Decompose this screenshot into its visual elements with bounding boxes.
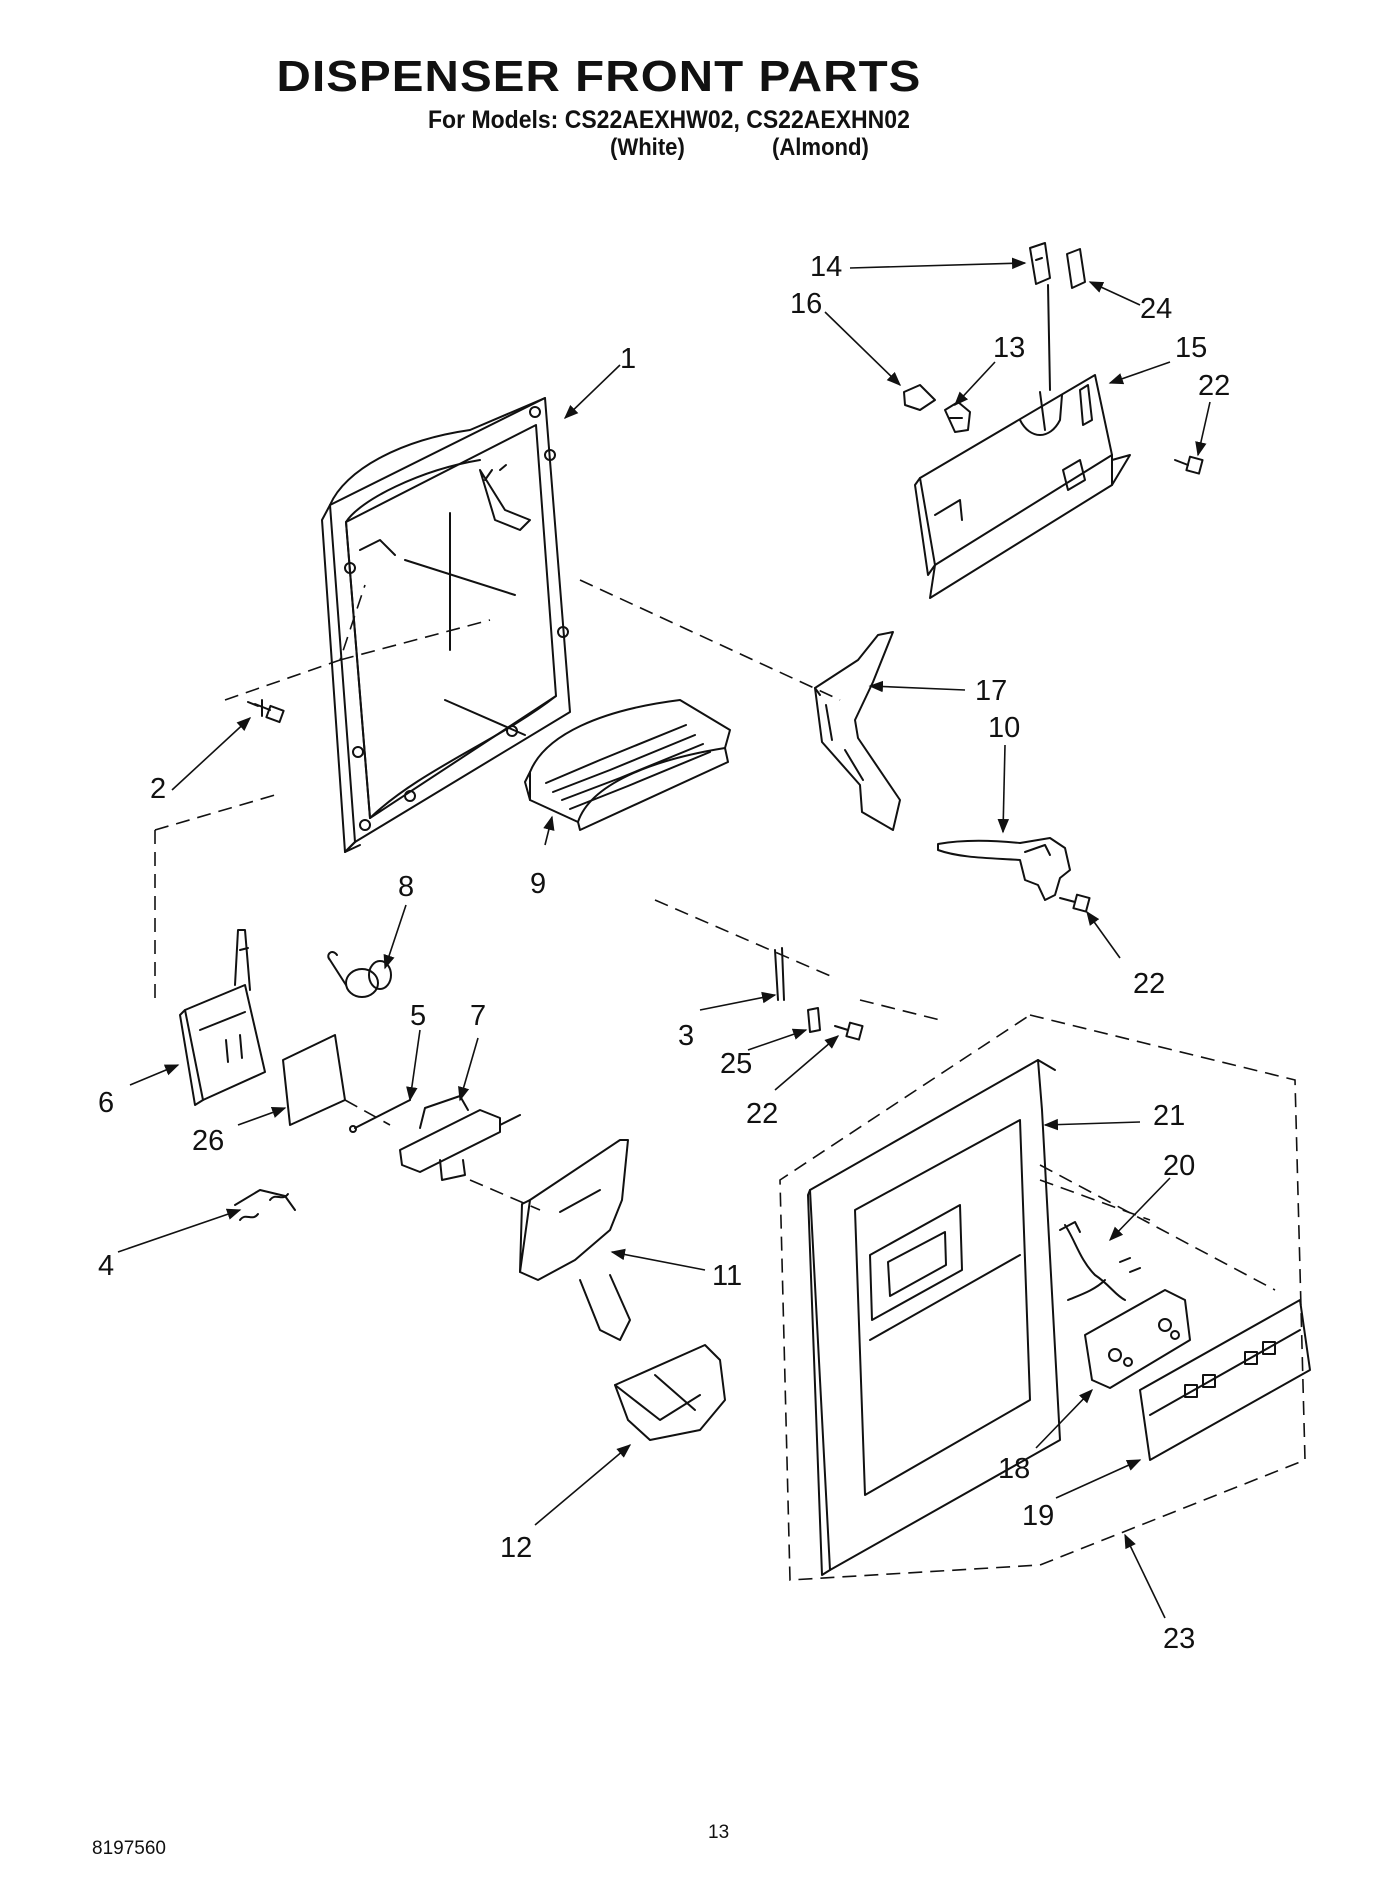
part-21-panel — [807, 1059, 1061, 1576]
callout-2: 2 — [150, 773, 166, 805]
part-20-harness — [1059, 1221, 1141, 1301]
callout-17: 17 — [975, 675, 1007, 707]
part-19-membrane — [1139, 1299, 1311, 1461]
callout-5: 5 — [410, 1000, 426, 1032]
callout-21: 21 — [1153, 1100, 1185, 1132]
callout-15: 15 — [1175, 332, 1207, 364]
callout-8: 8 — [398, 871, 414, 903]
callout-1: 1 — [620, 343, 636, 375]
part-14-switch — [1029, 242, 1051, 285]
part-22-screw-top — [1174, 455, 1204, 475]
callout-3: 3 — [678, 1020, 694, 1052]
document-number: 8197560 — [92, 1838, 166, 1859]
callout-6: 6 — [98, 1087, 114, 1119]
callout-22-middle: 22 — [1133, 968, 1165, 1000]
part-8-motor — [327, 951, 392, 998]
callout-10: 10 — [988, 712, 1020, 744]
variant-almond-label: (Almond) — [772, 134, 869, 161]
part-15-housing — [914, 284, 1131, 599]
part-22-screw-lower — [834, 1021, 864, 1041]
callout-12: 12 — [500, 1532, 532, 1564]
part-17-actuator — [814, 631, 901, 831]
callout-4: 4 — [98, 1250, 114, 1282]
callout-20: 20 — [1163, 1150, 1195, 1182]
models-line: For Models: CS22AEXHW02, CS22AEXHN02 — [428, 106, 910, 134]
part-9-grille — [524, 699, 731, 831]
part-22-screw-middle — [1059, 893, 1091, 913]
part-11-flap — [519, 1139, 631, 1341]
part-13-socket — [944, 401, 971, 433]
callout-14: 14 — [810, 251, 842, 283]
part-2-screw — [247, 699, 285, 724]
part-5-pin — [349, 1099, 411, 1133]
part-7-solenoid — [399, 1095, 521, 1181]
part-1-housing — [321, 397, 571, 853]
part-4-springs — [234, 1189, 296, 1221]
callout-22-lower: 22 — [746, 1098, 778, 1130]
callout-13: 13 — [993, 332, 1025, 364]
part-18-board — [1084, 1289, 1191, 1389]
part-12-cup — [614, 1344, 726, 1441]
part-16-bulb — [903, 384, 936, 411]
callout-22-top: 22 — [1198, 370, 1230, 402]
part-26-panel — [282, 1034, 346, 1126]
part-25-clip — [807, 1007, 821, 1033]
callout-26: 26 — [192, 1125, 224, 1157]
callout-25: 25 — [720, 1048, 752, 1080]
callout-24: 24 — [1140, 293, 1172, 325]
callout-16: 16 — [790, 288, 822, 320]
callout-18: 18 — [998, 1453, 1030, 1485]
callout-23: 23 — [1163, 1623, 1195, 1655]
variant-white-label: (White) — [610, 134, 685, 161]
part-24-pad — [1066, 248, 1086, 289]
part-10-lever — [937, 837, 1071, 901]
page-title: DISPENSER FRONT PARTS — [276, 52, 922, 101]
part-6-module — [179, 929, 266, 1106]
page-number: 13 — [708, 1822, 730, 1843]
callout-19: 19 — [1022, 1500, 1054, 1532]
callout-7: 7 — [470, 1000, 486, 1032]
callout-9: 9 — [530, 868, 546, 900]
callout-11: 11 — [712, 1260, 742, 1292]
part-3-clip — [774, 947, 785, 1001]
